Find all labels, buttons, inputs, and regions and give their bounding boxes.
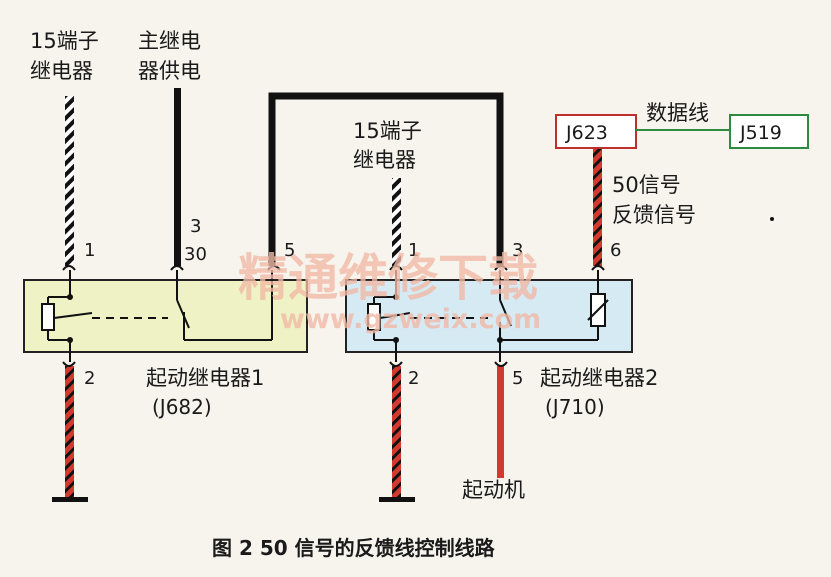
watermark-title: 精通维修下载 [238, 249, 538, 307]
relay1-node-top [67, 294, 73, 300]
pin-r1-2: 2 [84, 368, 95, 389]
ground-bar-left [52, 497, 88, 502]
pin-r1-1: 1 [84, 240, 95, 261]
wire-r1-pin1 [65, 96, 74, 266]
j623-box [555, 114, 637, 149]
label-50-signal: 50信号 [612, 173, 681, 197]
label-data-line: 数据线 [646, 101, 709, 125]
pin-r1-30: 30 [184, 244, 207, 265]
pin-r2-3: 3 [512, 240, 523, 261]
wire-r1-pin5-to-r2-pin3 [268, 92, 504, 266]
wire-r2-pin1 [392, 178, 401, 266]
figure-caption: 图 2 50 信号的反馈线控制线路 [212, 536, 496, 560]
pin-r2-1: 1 [408, 240, 419, 261]
connector-bottom-r2-pin2 [389, 361, 403, 367]
connector-top-r1-pin1 [62, 265, 76, 271]
label-j519: J519 [739, 122, 782, 144]
label-15-terminal-mid: 15端子 [353, 119, 422, 143]
pin-r2-2: 2 [408, 368, 419, 389]
relay2-node-switch [497, 337, 503, 343]
relay2-node-bottom [393, 337, 399, 343]
pin-r2-5: 5 [512, 368, 523, 389]
j519-box [729, 114, 809, 149]
label-15-relay-left: 继电器 [30, 59, 93, 83]
connector-bottom-r2-pin5 [494, 361, 508, 367]
connector-bottom-r1-pin2 [62, 361, 76, 367]
pin-r1-5: 5 [284, 240, 295, 261]
label-starter: 起动机 [462, 478, 525, 502]
connector-top-r2-pin1 [389, 265, 403, 271]
label-relay1-code: (J682) [152, 395, 212, 419]
wire-r2-pin2 [392, 366, 401, 498]
ground-bar-mid [379, 497, 415, 502]
relay2-node-top [393, 294, 399, 300]
connector-top-r1-pin3 [170, 265, 184, 271]
wire-r1-pin2 [65, 366, 74, 498]
label-main-relay: 主继电 [138, 29, 201, 53]
watermark-url: www.gzweix.com [280, 304, 541, 335]
label-relay2-code: (J710) [545, 395, 605, 419]
label-15-relay-mid: 继电器 [353, 148, 416, 172]
wire-r2-pin5-starter [497, 366, 504, 478]
pin-r1-3: 3 [190, 216, 201, 237]
pin-r2-6: 6 [610, 240, 621, 261]
label-j623: J623 [565, 122, 608, 144]
wire-r2-pin6 [593, 148, 602, 266]
label-relay1-name: 起动继电器1 [146, 366, 264, 390]
label-feedback-signal: 反馈信号 [612, 203, 696, 227]
connector-top-r2-pin3 [494, 265, 508, 271]
label-main-relay-supply: 器供电 [138, 59, 201, 83]
relay1-node-bottom [67, 337, 73, 343]
label-15-terminal-left: 15端子 [30, 29, 99, 53]
wire-r1-pin3 [174, 88, 181, 266]
connector-top-r1-pin5 [267, 265, 281, 271]
stray-dot [770, 217, 774, 221]
label-relay2-name: 起动继电器2 [540, 366, 658, 390]
relay1-internals [41, 270, 273, 362]
connector-top-r2-pin6 [591, 265, 605, 271]
